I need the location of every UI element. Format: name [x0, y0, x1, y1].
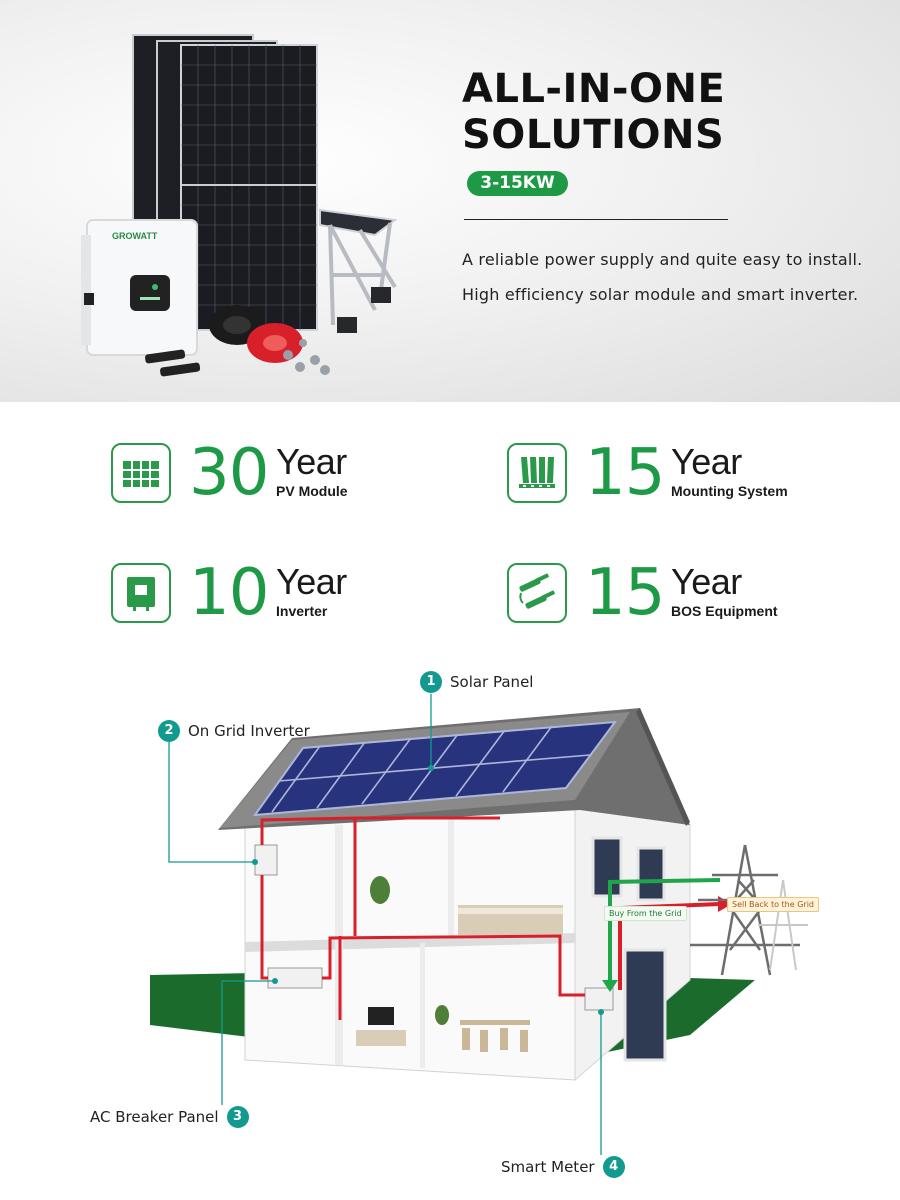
sell-back-to-grid-tag: Sell Back to the Grid — [727, 897, 819, 912]
callout-label: AC Breaker Panel — [90, 1108, 219, 1126]
smart-meter-device — [584, 987, 614, 1011]
hero-title-line2: SOLUTIONS — [462, 112, 725, 158]
callout-label: On Grid Inverter — [188, 722, 310, 740]
warranty-label: PV Module — [276, 483, 348, 499]
mounting-rail-icon — [507, 443, 567, 503]
house-wiring — [260, 816, 585, 1020]
callout-on-grid-inverter: 2 On Grid Inverter — [158, 720, 310, 742]
callout-number: 4 — [602, 1156, 625, 1178]
breaker-panel-device — [267, 967, 323, 989]
solar-panel-icon — [111, 443, 171, 503]
warranty-years: 30 — [189, 436, 269, 510]
callout-number: 3 — [226, 1106, 249, 1128]
warranty-unit: Year — [276, 561, 347, 602]
callout-solar-panel: 1 Solar Panel — [420, 671, 533, 693]
warranty-unit: Year — [671, 561, 742, 602]
callout-label: Smart Meter — [501, 1158, 595, 1176]
warranty-label: BOS Equipment — [671, 603, 778, 619]
warranty-unit: Year — [671, 441, 742, 482]
power-range-badge: 3-15KW — [467, 171, 568, 196]
house-illustration — [150, 694, 808, 1155]
solar-kit-image: GROWATT — [81, 34, 398, 377]
warranty-label: Mounting System — [671, 483, 788, 499]
callout-smart-meter: Smart Meter 4 — [501, 1156, 625, 1178]
warranty-unit: Year — [276, 441, 347, 482]
warranty-years: 15 — [585, 436, 665, 510]
divider — [464, 219, 728, 220]
hero-banner: GROWATT ALL-IN-ONE SOLUTIONS 3-15KW A re… — [0, 0, 900, 402]
warranty-years: 15 — [585, 556, 665, 630]
warranty-label: Inverter — [276, 603, 328, 619]
hero-title-line1: ALL-IN-ONE — [462, 66, 726, 112]
system-diagram: 1 Solar Panel 2 On Grid Inverter AC Brea… — [0, 650, 900, 1200]
connector-icon — [507, 563, 567, 623]
buy-from-grid-tag: Buy From the Grid — [604, 906, 687, 921]
warranty-years: 10 — [189, 556, 269, 630]
callout-number: 1 — [420, 671, 442, 693]
brand-logo: GROWATT — [112, 231, 158, 241]
hero-description-2: High efficiency solar module and smart i… — [462, 285, 859, 304]
hero-title: ALL-IN-ONE SOLUTIONS — [462, 66, 725, 158]
callout-number: 2 — [158, 720, 180, 742]
hero-description-1: A reliable power supply and quite easy t… — [462, 250, 863, 269]
inverter-device — [254, 844, 278, 876]
inverter-icon — [111, 563, 171, 623]
callout-ac-breaker-panel: AC Breaker Panel 3 — [90, 1106, 249, 1128]
callout-label: Solar Panel — [450, 673, 534, 691]
